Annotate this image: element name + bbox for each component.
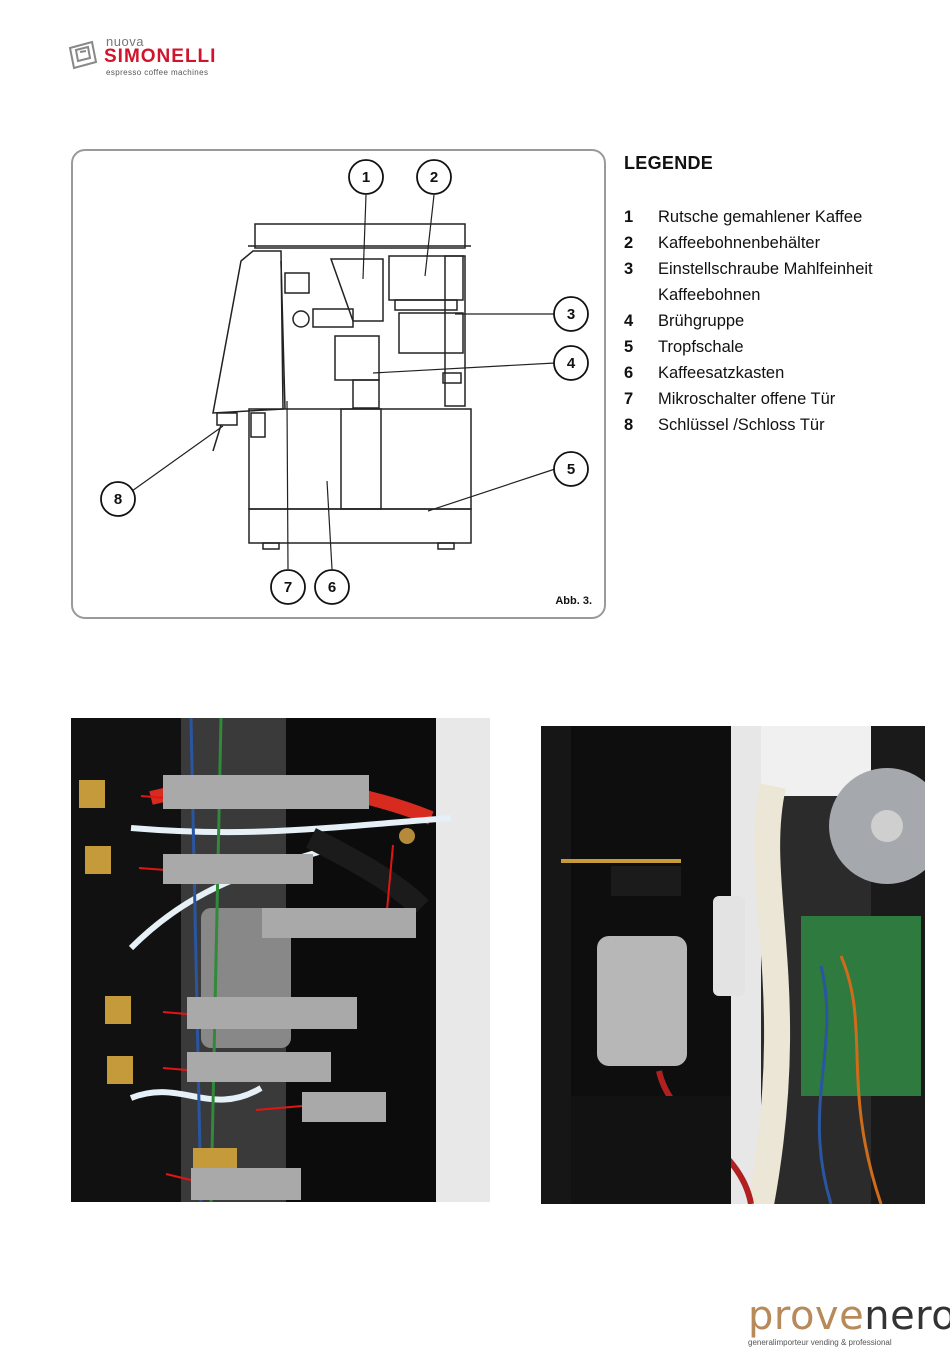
brew-group — [334, 335, 380, 381]
legend-item: 7 Mikroschalter offene Tür — [624, 386, 934, 412]
legend-item: 3 Einstellschraube Mahlfeinheit Kaffeebo… — [624, 256, 934, 308]
logo-small-text: nuova — [106, 34, 144, 49]
callout-circle-3 — [553, 296, 589, 332]
legend-item-number: 4 — [624, 312, 634, 330]
callout-circle-6 — [314, 569, 350, 605]
callout-circle-2 — [416, 159, 452, 195]
callout-circle-1 — [348, 159, 384, 195]
simonelli-logo: nuova SIMONELLI espresso coffee machines — [66, 34, 266, 77]
legend-item: 2 Kaffeebohnenbehälter — [624, 230, 934, 256]
machine-lid — [254, 223, 466, 249]
grinder-unit — [398, 312, 464, 354]
label-placeholder — [191, 1168, 301, 1200]
legend: LEGENDE 1 Rutsche gemahlener Kaffee 2 Ka… — [624, 153, 934, 438]
callout-number-4: 4 — [567, 355, 576, 372]
machine-drawing: 1 2 3 4 5 6 7 8 — [100, 159, 589, 605]
legend-item-text: Brühgruppe — [658, 312, 745, 330]
callout-number-7: 7 — [284, 579, 292, 596]
legend-item-text: Schlüssel /Schloss Tür — [658, 416, 825, 434]
drip-tray — [248, 508, 472, 544]
legend-item-text: Kaffeesatzkasten — [658, 364, 785, 382]
legend-item: 5 Tropfschale — [624, 334, 934, 360]
logo-tagline: espresso coffee machines — [106, 68, 209, 77]
footer-tagline: generalimporteur vending & professional — [748, 1338, 892, 1347]
label-placeholder — [187, 997, 357, 1029]
logo-brand-text: SIMONELLI — [104, 46, 217, 67]
callout-number-3: 3 — [567, 306, 575, 323]
legend-item: 6 Kaffeesatzkasten — [624, 360, 934, 386]
provenero-logo: provenero generalimporteur vending & pro… — [748, 1293, 950, 1347]
callout-number-2: 2 — [430, 169, 438, 186]
legend-item: 4 Brühgruppe — [624, 308, 934, 334]
callout-circle-7 — [270, 569, 306, 605]
legend-title: LEGENDE — [624, 153, 714, 173]
legend-item-text: Mikroschalter offene Tür — [658, 390, 836, 408]
coffee-chute — [329, 258, 384, 322]
label-placeholder — [262, 908, 416, 938]
legend-item-text: Einstellschraube Mahlfeinheit Kaffeebohn… — [658, 260, 873, 304]
legend-item: 1 Rutsche gemahlener Kaffee — [624, 204, 934, 230]
label-placeholder — [163, 775, 369, 809]
callout-number-6: 6 — [328, 579, 336, 596]
legend-item-text: Tropfschale — [658, 338, 744, 356]
label-placeholder — [163, 854, 313, 884]
legend-item-number: 3 — [624, 260, 634, 278]
legend-item-text: Rutsche gemahlener Kaffee — [658, 208, 863, 226]
legend-item-number: 8 — [624, 416, 634, 434]
legend-item: 8 Schlüssel /Schloss Tür — [624, 412, 934, 438]
legend-item-text: Kaffeebohnenbehälter — [658, 234, 821, 252]
callout-circle-5 — [553, 451, 589, 487]
brew-group-handle — [292, 310, 310, 328]
legend-item-number: 7 — [624, 390, 634, 408]
logo-word-nero: nero — [864, 1293, 950, 1339]
photo-valves-wiring — [71, 718, 490, 1202]
machine-door — [212, 250, 284, 414]
callout-circle-8 — [100, 481, 136, 517]
photo-electronics-illustration — [541, 726, 925, 1204]
label-placeholder — [302, 1092, 386, 1122]
machine-lower-body — [248, 408, 472, 510]
callout-number-5: 5 — [567, 461, 575, 478]
logo-word-prove: prove — [748, 1293, 865, 1339]
callout-number-1: 1 — [362, 169, 370, 186]
callout-number-8: 8 — [114, 491, 122, 508]
label-placeholder — [187, 1052, 331, 1082]
callout-circle-4 — [553, 345, 589, 381]
grounds-container — [340, 408, 382, 510]
simonelli-emblem-icon — [68, 40, 98, 70]
legend-item-number: 6 — [624, 364, 634, 382]
figure-label: Abb. 3. — [555, 595, 592, 607]
machine-diagram: 1 2 3 4 5 6 7 8 Abb. 3. — [71, 149, 606, 619]
photo-electronics — [541, 726, 925, 1204]
legend-item-number: 1 — [624, 208, 634, 226]
legend-item-number: 2 — [624, 234, 634, 252]
legend-item-number: 5 — [624, 338, 634, 356]
